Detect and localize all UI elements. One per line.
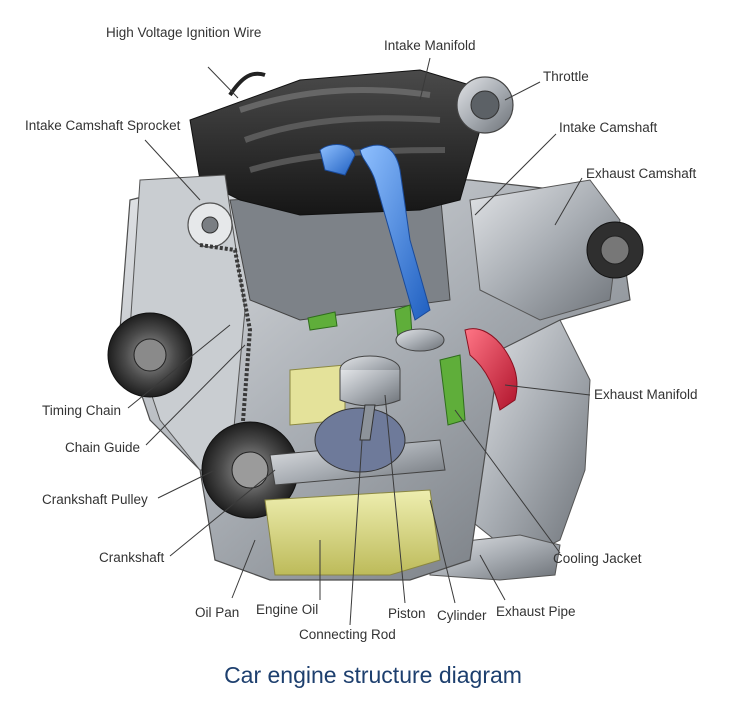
leader-intake-camshaft [474, 133, 557, 216]
engine-illustration [107, 69, 644, 581]
leader-intake-camshaft-sprocket [144, 139, 201, 201]
label-exhaust-pipe: Exhaust Pipe [496, 604, 576, 619]
label-crankshaft-pulley: Crankshaft Pulley [42, 492, 148, 507]
cooling-passage-shape [439, 354, 466, 426]
timing-chain-shape [199, 243, 253, 472]
exhaust-manifold-shape [464, 328, 518, 411]
label-exhaust-camshaft: Exhaust Camshaft [586, 166, 697, 181]
label-intake-camshaft-sprocket: Intake Camshaft Sprocket [25, 118, 181, 133]
connecting-rod-shape [359, 404, 376, 441]
label-intake-manifold: Intake Manifold [384, 38, 476, 53]
label-timing-chain: Timing Chain [42, 403, 122, 418]
label-crankshaft: Crankshaft [99, 550, 165, 565]
label-engine-oil: Engine Oil [256, 602, 319, 617]
leader-intake-manifold [419, 57, 431, 101]
leader-piston [384, 394, 406, 604]
label-oil-pan: Oil Pan [195, 605, 240, 620]
diagram-title: Car engine structure diagram [224, 662, 522, 688]
leader-exhaust-manifold [504, 384, 591, 396]
leader-cooling-jacket [454, 409, 561, 554]
leader-high-voltage-ignition-wire [207, 66, 239, 99]
label-cylinder: Cylinder [437, 608, 487, 623]
label-piston: Piston [388, 606, 426, 621]
label-intake-camshaft: Intake Camshaft [559, 120, 658, 135]
label-exhaust-manifold: Exhaust Manifold [594, 387, 698, 402]
label-throttle: Throttle [543, 69, 589, 84]
label-high-voltage-ignition-wire: High Voltage Ignition Wire [106, 25, 262, 40]
leader-crankshaft-pulley [157, 469, 216, 499]
leader-lines [127, 57, 591, 626]
leader-connecting-rod [349, 439, 363, 626]
label-chain-guide: Chain Guide [65, 440, 141, 455]
leader-cylinder [429, 499, 456, 604]
label-connecting-rod: Connecting Rod [299, 627, 396, 642]
leader-crankshaft [169, 469, 276, 557]
leader-timing-chain [127, 324, 231, 409]
leader-chain-guide [145, 344, 246, 446]
ignition-wire-shape [228, 71, 266, 97]
oil-pan-shape [264, 489, 441, 576]
leader-throttle [504, 81, 541, 101]
label-cooling-jacket: Cooling Jacket [553, 551, 642, 566]
leader-exhaust-pipe [479, 554, 506, 601]
leader-exhaust-camshaft [554, 177, 583, 226]
leader-oil-pan [231, 539, 256, 599]
intake-port-shape [359, 144, 431, 321]
